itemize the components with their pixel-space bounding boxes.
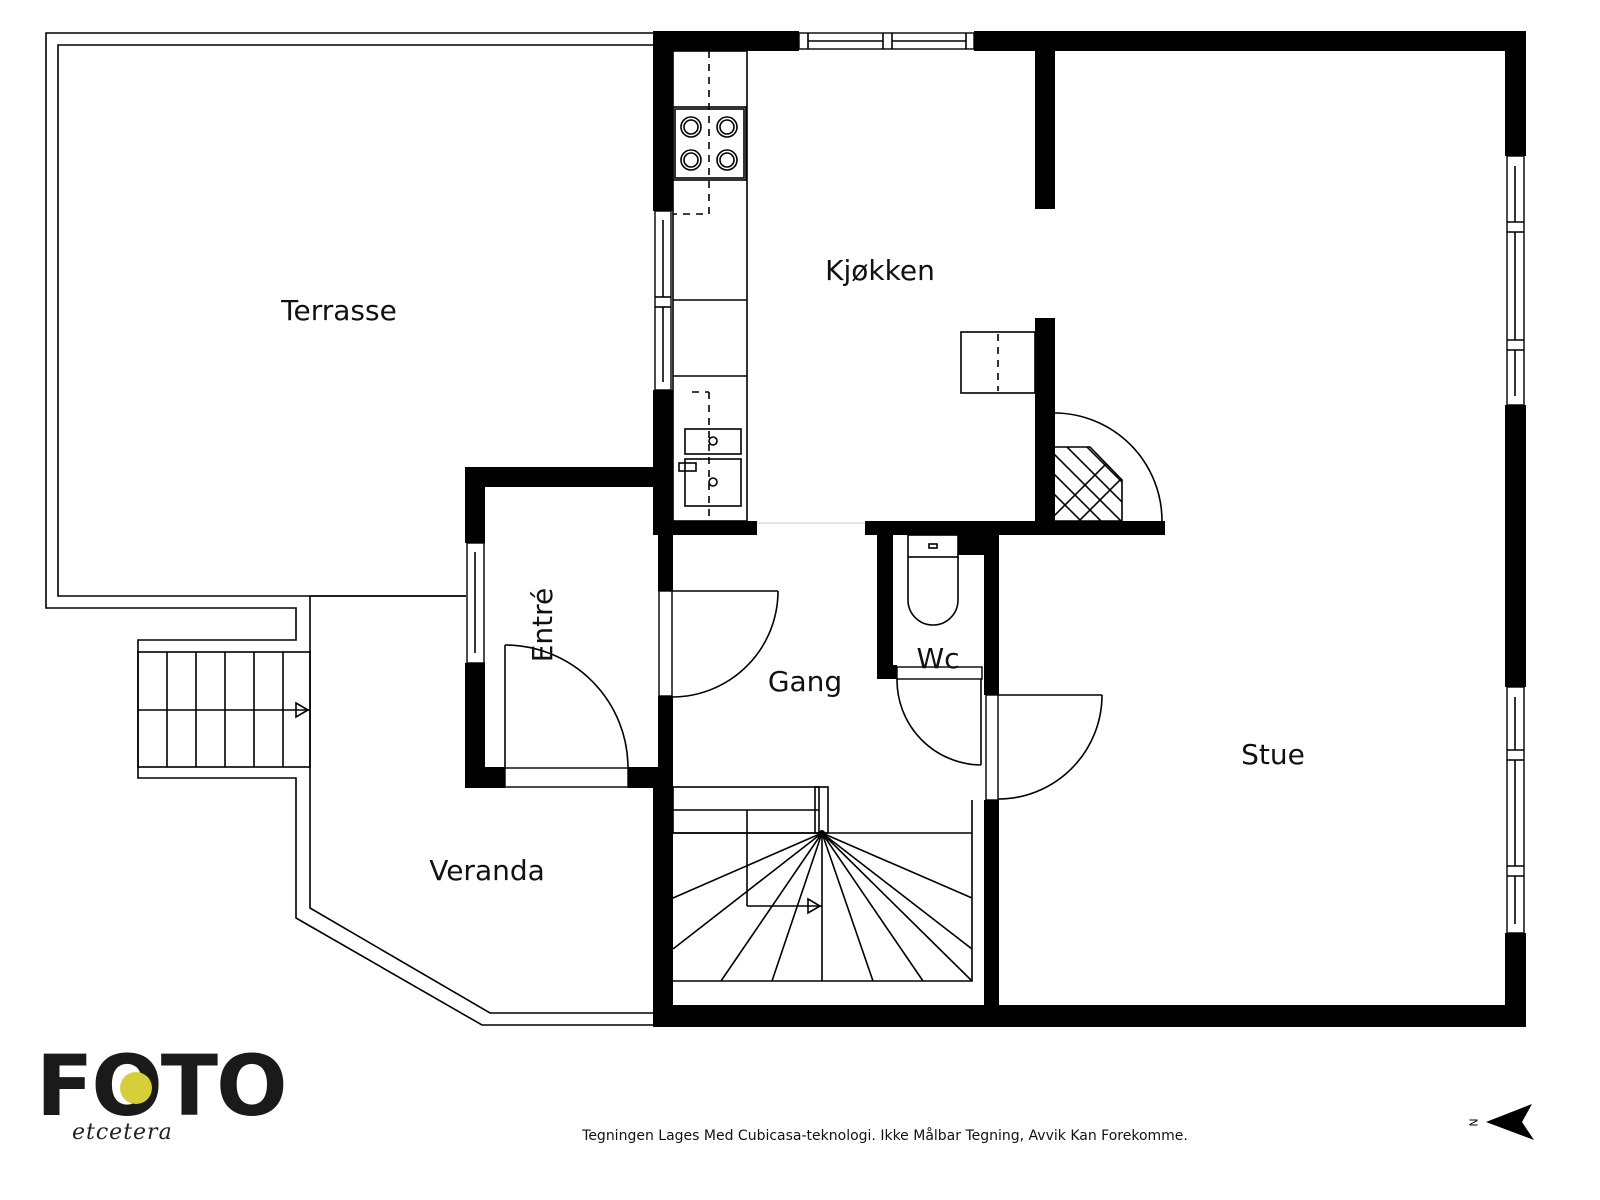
north-label: N — [1467, 1118, 1481, 1127]
kitchen-counter — [672, 50, 748, 522]
windows — [466, 32, 1525, 934]
compass: N — [1467, 1100, 1550, 1150]
room-label-gang: Gang — [768, 665, 842, 698]
room-label-wc: Wc — [916, 642, 959, 675]
room-label-stue: Stue — [1241, 738, 1305, 771]
logo: FOTO etcetera — [36, 1044, 287, 1150]
fireplace-icon — [1054, 412, 1163, 522]
sink-icon — [678, 428, 742, 507]
logo-tagline: etcetera — [72, 1120, 173, 1145]
disclaimer-text: Tegningen Lages Med Cubicasa-teknologi. … — [582, 1128, 1188, 1144]
toilet-icon — [907, 534, 959, 626]
room-label-veranda: Veranda — [429, 854, 545, 887]
room-label-terrasse: Terrasse — [280, 294, 397, 327]
logo-wordmark: FOTO — [36, 1037, 287, 1135]
room-label-kjokken: Kjøkken — [825, 254, 935, 287]
interior-stairs — [672, 786, 973, 982]
kitchen-appliance — [960, 331, 1036, 394]
north-arrow-icon — [1486, 1104, 1534, 1140]
terrasse-outline — [45, 32, 655, 1026]
room-label-entre: Entré — [526, 588, 559, 663]
doors — [504, 522, 1103, 801]
logo-dot-icon — [120, 1072, 152, 1104]
stove-icon — [672, 106, 747, 181]
outdoor-stairs — [137, 651, 311, 768]
walls — [465, 31, 1526, 1027]
